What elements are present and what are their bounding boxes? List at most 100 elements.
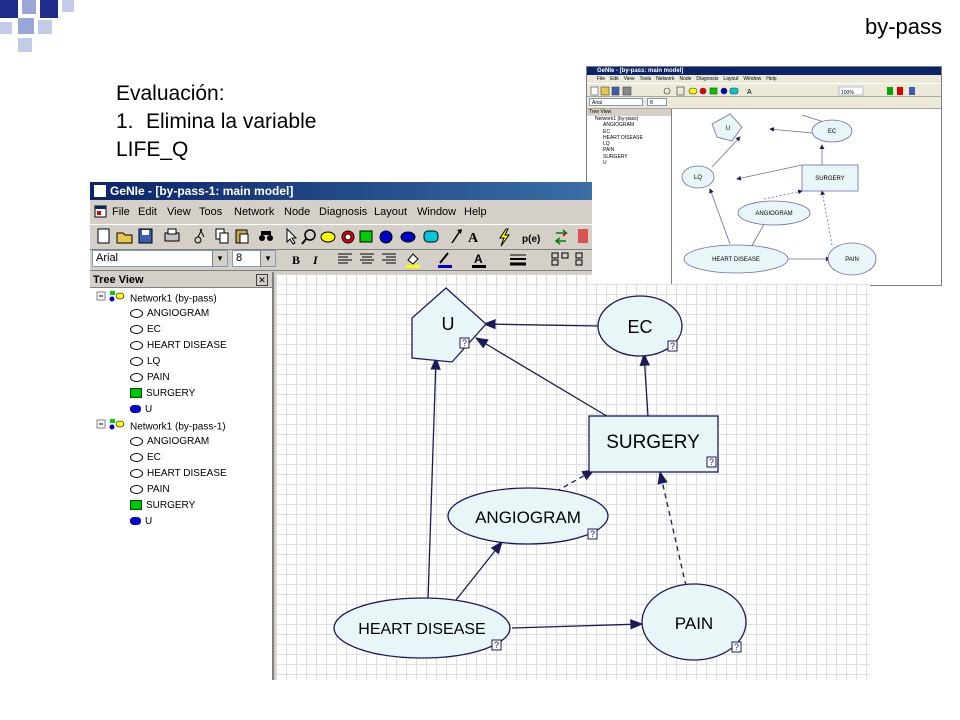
tree-network-item[interactable]: Network1 (by-pass) — [96, 290, 217, 306]
document-icon[interactable] — [94, 205, 107, 218]
mini-label-pain: PAIN — [845, 257, 859, 263]
mini-node-lq — [681, 165, 715, 189]
tree-node-item[interactable]: LQ — [130, 354, 160, 370]
mini-label-heart: HEART DISEASE — [712, 257, 760, 263]
mini-menu-node[interactable]: Node — [679, 76, 692, 82]
mini-label-u: U — [726, 126, 730, 132]
close-icon[interactable]: ✕ — [256, 274, 268, 286]
window-title-bar[interactable]: GeNIe - [by-pass-1: main model] — [90, 182, 592, 200]
mini-tree-item[interactable]: U — [603, 160, 607, 167]
bullet-square-1 — [0, 0, 18, 18]
select-icon — [286, 227, 298, 245]
tree-node-item[interactable]: EC — [130, 322, 161, 338]
tree-node-item[interactable]: U — [130, 514, 152, 530]
node-heart-disease — [333, 597, 511, 659]
mini-zoom: 100% — [841, 90, 854, 96]
node-ec-label: EC — [627, 317, 652, 337]
update-icon — [499, 228, 510, 247]
mini-menu-view[interactable]: View — [623, 76, 635, 82]
chance-node-icon — [130, 340, 143, 350]
mini-menu-help[interactable]: Help — [766, 76, 777, 82]
tree-item-label: HEART DISEASE — [147, 468, 227, 479]
tree-network-item[interactable]: Network1 (by-pass-1) — [96, 418, 226, 434]
menu-view[interactable]: View — [167, 206, 191, 218]
find-icon — [259, 231, 273, 241]
mini-tree-item[interactable]: EC — [603, 128, 610, 135]
font-select-value: Arial — [96, 252, 119, 264]
main-toolbar-icons: A p(e) — [97, 227, 588, 247]
tree-item-label: U — [145, 516, 153, 527]
mini-menu-window[interactable]: Window — [743, 76, 762, 82]
tree-node-item[interactable]: U — [130, 402, 152, 418]
save-icon — [138, 228, 153, 244]
tree-node-item[interactable]: SURGERY — [130, 386, 195, 402]
tree-node-item[interactable]: EC — [130, 450, 161, 466]
tree-item-label: Network1 (by-pass) — [130, 293, 217, 305]
tree-node-item[interactable]: ANGIOGRAM — [130, 434, 209, 450]
mini-label-ec: EC — [828, 129, 837, 135]
tree-item-label: SURGERY — [146, 500, 196, 511]
mini-tree-item[interactable]: HEART DISEASE — [603, 134, 643, 141]
model-canvas[interactable]: U EC SURGERY ANGIOGRAM HEART DISEASE PAI… — [276, 284, 870, 680]
menu-tools[interactable]: Toos — [199, 206, 223, 218]
tree-node-item[interactable]: PAIN — [130, 370, 170, 386]
menu-file[interactable]: File — [112, 206, 130, 218]
tree-node-item[interactable]: SURGERY — [130, 498, 195, 514]
mini-tree-item[interactable]: LQ — [603, 141, 610, 148]
node-pain — [641, 583, 747, 661]
status-box-ec — [667, 340, 678, 352]
mini-size-value: 8 — [650, 100, 653, 106]
menu-edit[interactable]: Edit — [138, 206, 157, 218]
tree-item-label: Network1 (by-pass-1) — [130, 421, 226, 433]
tree-node-item[interactable]: HEART DISEASE — [130, 338, 227, 354]
menu-layout[interactable]: Layout — [374, 206, 408, 218]
mini-menu-file[interactable]: File — [597, 76, 606, 82]
node-heart-disease-label: HEART DISEASE — [358, 621, 485, 638]
mini-tree-header: Tree View — [587, 109, 671, 116]
mini-tree-item[interactable]: PAIN — [603, 147, 615, 154]
tree-node-item[interactable]: PAIN — [130, 482, 170, 498]
mini-menu-edit[interactable]: Edit — [610, 76, 619, 82]
mini-title-bar: GeNIe - [by-pass: main model] — [587, 67, 941, 75]
mini-font-select[interactable]: Arial — [589, 98, 643, 106]
menu-network[interactable]: Network — [234, 206, 275, 218]
menu-window[interactable]: Window — [417, 206, 457, 218]
mini-model-canvas[interactable]: U EC LQ SURGERY ANGIOGRAM HEART DISEASE … — [672, 109, 941, 285]
item-text: Elimina la variable — [146, 110, 317, 133]
status-box-angiogram — [587, 528, 598, 540]
window-title: GeNIe - [by-pass-1: main model] — [110, 184, 294, 198]
mini-tree-network[interactable]: Network1 (by-pass) — [595, 116, 639, 122]
bullet-square-3 — [40, 0, 58, 18]
status-box-surgery — [706, 456, 717, 468]
tree-node-item[interactable]: ANGIOGRAM — [130, 306, 209, 322]
mini-menu-layout[interactable]: Layout — [723, 76, 739, 82]
font-size-value: 8 — [236, 252, 243, 264]
chance-node-icon — [130, 484, 143, 494]
open-icon — [116, 232, 133, 244]
menu-node[interactable]: Node — [284, 206, 311, 218]
mini-tree-item[interactable]: ANGIOGRAM — [603, 122, 635, 129]
mini-menu-tools[interactable]: Tools — [639, 76, 652, 82]
menu-diagnosis[interactable]: Diagnosis — [319, 206, 368, 218]
bullet-square-6 — [38, 20, 52, 34]
arc-pain-surgery — [657, 470, 687, 587]
chevron-down-icon[interactable]: ▼ — [260, 251, 275, 266]
font-size-select[interactable]: 8▼ — [232, 250, 276, 267]
mini-menu-network[interactable]: Network — [656, 76, 675, 82]
chance-node-icon — [130, 452, 143, 462]
menu-help[interactable]: Help — [464, 206, 487, 218]
arc-icon — [451, 229, 462, 244]
mini-font-value: Arial — [592, 100, 603, 106]
mini-size-select[interactable]: 8 — [647, 98, 667, 106]
tree-node-item[interactable]: HEART DISEASE — [130, 466, 227, 482]
mini-label-lq: LQ — [694, 175, 702, 181]
chevron-down-icon[interactable]: ▼ — [212, 251, 227, 266]
evaluation-text: Evaluación: 1.Elimina la variable LIFE_Q — [116, 80, 316, 164]
mini-node-heart — [683, 244, 789, 274]
mini-tree-item[interactable]: SURGERY — [603, 153, 628, 160]
arc-heart-angiogram — [455, 540, 503, 601]
font-select[interactable]: Arial ▼ — [92, 250, 228, 267]
mini-menu-diagnosis[interactable]: Diagnosis — [696, 76, 719, 82]
status-box-pain — [731, 641, 742, 653]
